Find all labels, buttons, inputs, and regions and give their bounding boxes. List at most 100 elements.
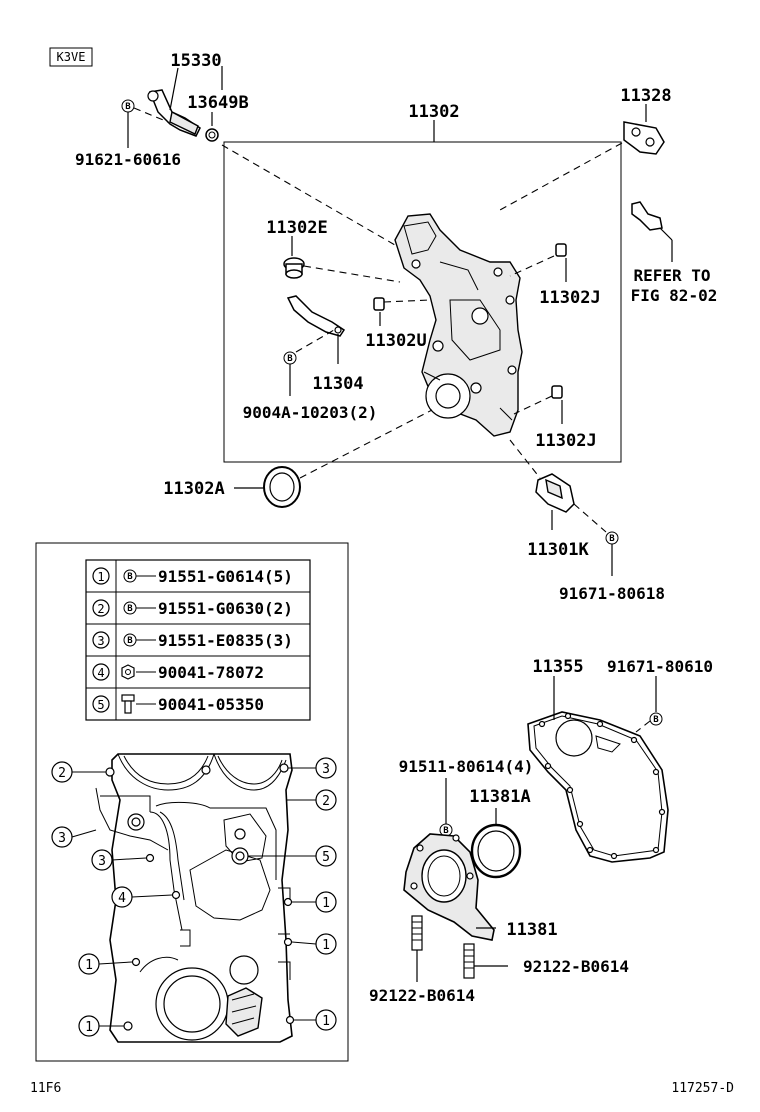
callout-left-1a: 1 <box>78 953 133 975</box>
legend-part-5: 90041-05350 <box>158 695 264 714</box>
label-92122-right: 92122-B0614 <box>523 957 629 976</box>
svg-text:2: 2 <box>58 766 66 781</box>
stud-92122-left <box>411 915 423 951</box>
svg-text:4: 4 <box>118 891 126 906</box>
legend-part-4: 90041-78072 <box>158 663 264 682</box>
label-11302: 11302 <box>408 102 459 122</box>
legend-num-3: 3 <box>97 634 104 648</box>
legend-row-5: 5 90041-05350 <box>92 694 264 714</box>
sensor-11301k <box>535 473 575 513</box>
svg-text:B: B <box>287 354 293 364</box>
callout-left-3: 3 <box>51 826 97 848</box>
svg-text:B: B <box>125 102 131 112</box>
b-mark-91671-80618: B <box>605 531 619 545</box>
detail-frame <box>35 542 349 1062</box>
nut-icon <box>121 664 135 680</box>
legend-num-1: 1 <box>97 570 104 584</box>
label-11302u: 11302U <box>365 331 426 351</box>
svg-text:B: B <box>443 826 449 836</box>
engine-code-badge: K3VE <box>49 47 93 67</box>
svg-text:3: 3 <box>98 854 106 869</box>
assembly-11302-frame <box>223 141 622 463</box>
svg-text:B: B <box>609 534 615 544</box>
legend-row-1: 1 B 91551-G0614(5) <box>92 567 293 586</box>
svg-text:B: B <box>127 572 133 582</box>
svg-text:1: 1 <box>322 896 330 911</box>
footer-illustration-number: 117257-D <box>671 1081 734 1096</box>
oil-seal-11381a <box>470 823 522 879</box>
timing-chain-cover-11302 <box>394 213 523 437</box>
gasket-11328 <box>623 121 665 155</box>
legend-table: 1 B 91551-G0614(5) 2 B 91551-G0630(2) 3 … <box>85 559 311 721</box>
svg-text:1: 1 <box>85 1020 93 1035</box>
svg-text:B: B <box>653 715 659 725</box>
label-11301k: 11301K <box>527 540 589 560</box>
svg-text:5: 5 <box>322 850 330 865</box>
callout-left-1b: 1 <box>78 1015 124 1037</box>
plug-11302e <box>283 257 305 279</box>
svg-text:B: B <box>127 636 133 646</box>
label-15330: 15330 <box>170 51 221 71</box>
legend-row-4: 4 90041-78072 <box>92 663 264 682</box>
callout-right-1c: 1 <box>294 1009 337 1031</box>
footer-figure-code: 11F6 <box>30 1081 61 1096</box>
end-plate-11355 <box>527 711 669 863</box>
oil-seal-11302a <box>263 466 301 508</box>
legend-num-2: 2 <box>97 602 104 616</box>
stud-bolt-icon <box>121 694 135 714</box>
b-mark-9004a: B <box>283 351 297 365</box>
callout-left-2: 2 <box>51 761 106 783</box>
svg-text:1: 1 <box>85 958 93 973</box>
legend-row-3: 3 B 91551-E0835(3) <box>92 631 293 650</box>
svg-text:1: 1 <box>322 938 330 953</box>
label-11355: 11355 <box>532 657 583 677</box>
label-9004a-10203: 9004A-10203(2) <box>243 403 378 422</box>
label-11302a: 11302A <box>163 479 224 499</box>
svg-text:3: 3 <box>58 831 66 846</box>
svg-text:2: 2 <box>322 794 330 809</box>
callout-right-3: 3 <box>288 757 337 779</box>
timing-cover-front-view <box>95 753 295 1043</box>
dowel-pin-11302u <box>373 297 385 311</box>
label-11328: 11328 <box>620 86 671 106</box>
label-fig-82-02: FIG 82-02 <box>631 286 718 305</box>
callout-right-1b: 1 <box>291 933 337 955</box>
callout-right-1a: 1 <box>292 891 337 913</box>
bracket-refer-82-02 <box>631 201 663 231</box>
svg-text:B: B <box>127 604 133 614</box>
legend-part-2: 91551-G0630(2) <box>158 599 293 618</box>
label-91671-80618: 91671-80618 <box>559 584 665 603</box>
engine-code-text: K3VE <box>57 50 86 64</box>
svg-text:3: 3 <box>322 762 330 777</box>
label-11381: 11381 <box>506 920 557 940</box>
dowel-pin-11302j-bottom <box>551 385 563 399</box>
legend-num-4: 4 <box>97 666 104 680</box>
label-11302j-top: 11302J <box>539 288 600 308</box>
callout-mid-3: 3 <box>91 849 147 871</box>
label-11302e: 11302E <box>266 218 327 238</box>
legend-part-1: 91551-G0614(5) <box>158 567 293 586</box>
label-92122-bottom: 92122-B0614 <box>369 986 475 1005</box>
label-refer-to: REFER TO <box>633 266 710 285</box>
seal-retainer-11381 <box>403 833 495 941</box>
callout-right-2: 2 <box>286 789 337 811</box>
stud-92122-right <box>463 943 475 979</box>
legend-part-3: 91551-E0835(3) <box>158 631 293 650</box>
label-91621-60616: 91621-60616 <box>75 150 181 169</box>
label-91671-80610: 91671-80610 <box>607 657 713 676</box>
callout-right-5: 5 <box>248 845 337 867</box>
cover-plate-11304 <box>286 295 346 337</box>
b-mark-91671-80610: B <box>649 712 663 726</box>
oil-control-valve-15330 <box>147 89 201 137</box>
svg-text:1: 1 <box>322 1014 330 1029</box>
callout-mid-4: 4 <box>111 886 173 908</box>
label-11381a: 11381A <box>469 787 530 807</box>
legend-row-2: 2 B 91551-G0630(2) <box>92 599 293 618</box>
label-11302j-bottom: 11302J <box>535 431 596 451</box>
legend-num-5: 5 <box>97 698 104 712</box>
dowel-pin-11302j-top <box>555 243 567 257</box>
label-91511-80614: 91511-80614(4) <box>399 757 534 776</box>
label-11304: 11304 <box>312 374 363 394</box>
b-mark-91621: B <box>121 99 135 113</box>
